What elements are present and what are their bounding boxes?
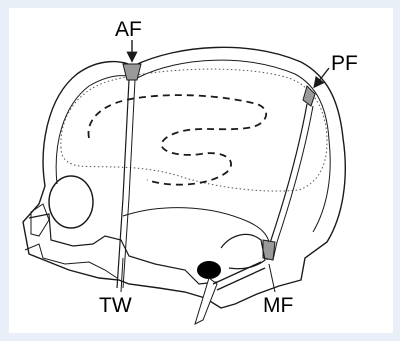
coronal-suture <box>117 80 129 288</box>
facial-bones <box>29 214 217 284</box>
label-pf: PF <box>331 52 358 75</box>
leader-mf <box>269 264 275 292</box>
brain-gyri-dashed <box>88 95 266 185</box>
orbit <box>49 176 93 228</box>
squamosal-suture <box>123 208 269 242</box>
ear-canal <box>197 261 221 279</box>
maxilla <box>25 244 117 278</box>
label-af: AF <box>115 18 142 41</box>
brain-outline-dotted <box>61 69 327 191</box>
label-mf: MF <box>263 294 293 317</box>
lambdoid-suture <box>267 104 307 260</box>
styloid-process <box>195 278 217 324</box>
label-tw: TW <box>99 294 132 317</box>
arrow-pf <box>315 68 329 86</box>
lambdoid-suture-inner <box>273 106 313 260</box>
zygomatic-arch <box>213 262 265 290</box>
nasal-bone <box>31 204 49 236</box>
figure-panel: AF PF TW MF <box>9 8 393 333</box>
skull-brain-diagram: AF PF TW MF <box>9 8 393 333</box>
